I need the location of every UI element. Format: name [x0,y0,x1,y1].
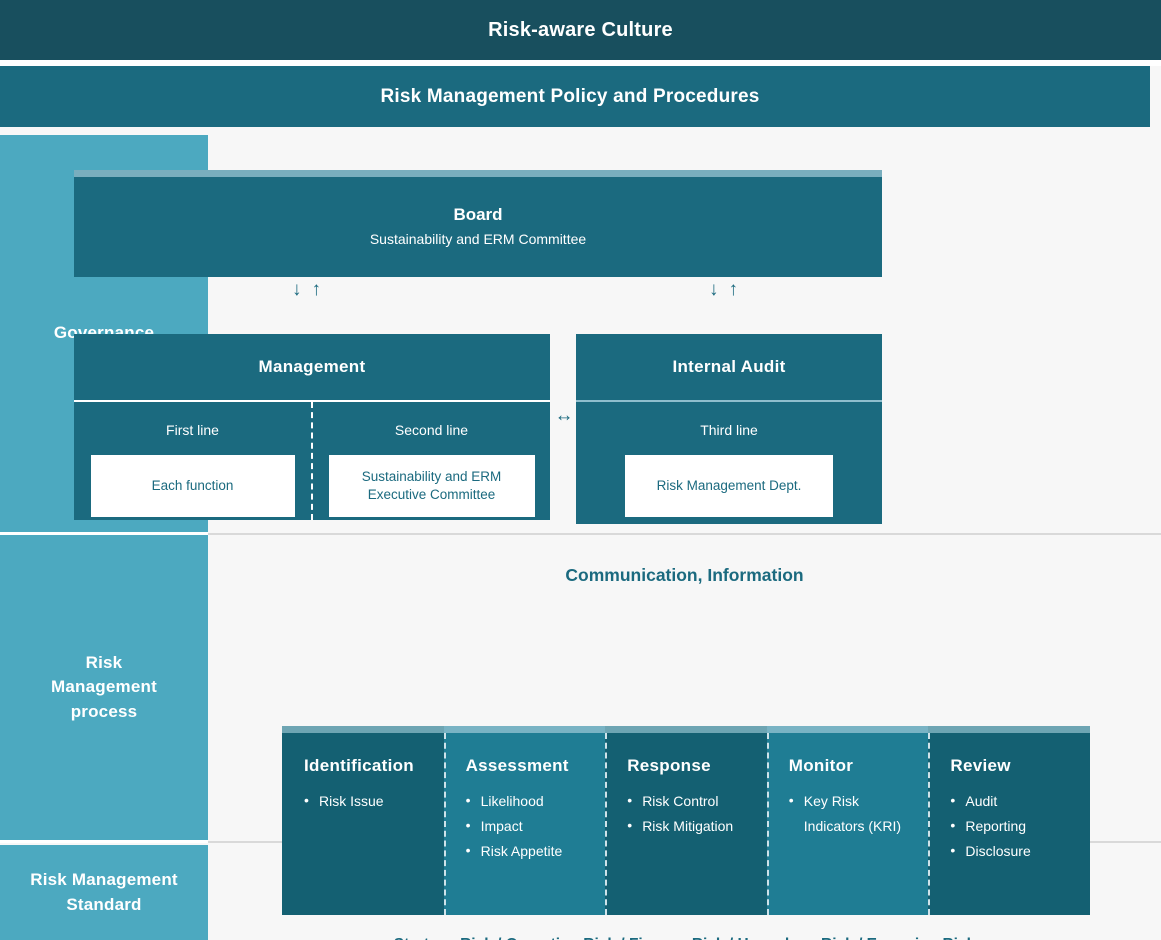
process-items-review: Audit Reporting Disclosure [950,788,1090,864]
process-title-review: Review [950,756,1011,775]
process-title-monitor: Monitor [788,756,854,775]
internal-audit-lines: Third line Risk Management Dept. [576,402,882,524]
process-column-accent-bar [443,726,606,733]
third-line-column: Third line Risk Management Dept. [576,402,882,524]
arrow-up-icon: ↑ [311,279,322,300]
process-items-assessment: Likelihood Impact Risk Appetite [466,788,606,864]
list-item: Reporting [950,813,1077,839]
board-subtitle: Sustainability and ERM Committee [369,230,587,247]
internal-audit-box: Internal Audit Third line Risk Managemen… [576,334,882,524]
first-line-chip: Each function [90,455,295,517]
board-management-arrows: ↓ ↑ [292,280,321,299]
communication-information-label: Communication, Information [565,565,804,585]
band-gap-divider [0,60,1161,66]
board-audit-arrows: ↓ ↑ [709,280,738,299]
board-title: Board [453,204,503,224]
risk-aware-culture-band: Risk-aware Culture [0,0,1161,60]
management-box: Management First line Each function Seco… [74,334,550,520]
third-line-chip: Risk Management Dept. [625,455,833,517]
process-items-monitor: Key Risk Indicators (KRI) [789,788,929,839]
list-item: Risk Appetite [466,838,593,864]
list-item: Risk Control [627,788,754,814]
second-line-label: Second line [394,422,469,438]
process-column-monitor: Monitor Key Risk Indicators (KRI) [766,726,929,915]
sidebar-divider-1 [0,532,208,535]
process-items-identification: Risk Issue [304,788,444,814]
list-item: Risk Issue [304,788,431,814]
risk-aware-culture-label: Risk-aware Culture [488,18,673,41]
first-line-column: First line Each function [74,402,311,520]
management-lines: First line Each function Second line Sus… [74,402,550,520]
list-item: Risk Mitigation [627,813,754,839]
sidebar-item-risk-management-standard: Risk Management Standard [0,845,208,940]
management-audit-bidirectional-arrow-icon: ↔ [554,405,574,426]
board-top-accent-bar [74,170,882,177]
sidebar-label-risk-management-process: Risk Management process [51,652,157,721]
sidebar-label-risk-management-standard: Risk Management Standard [30,869,178,914]
process-column-accent-bar [605,726,767,733]
process-title-assessment: Assessment [465,756,569,775]
risk-management-policy-band: Risk Management Policy and Procedures [0,66,1150,127]
risk-types-label: Strategy Risk / Operation Risk / Finance… [208,936,1161,940]
first-line-label: First line [166,422,219,438]
process-column-review: Review Audit Reporting Disclosure [928,726,1090,915]
arrow-up-icon: ↑ [728,279,739,300]
process-column-assessment: Assessment Likelihood Impact Risk Appeti… [443,726,606,915]
framework-body: Governance Risk Management process Risk … [0,135,1161,940]
list-item: Audit [950,788,1077,814]
internal-audit-divider [576,400,882,402]
risk-management-process-row: Identification Risk Issue Assessment Lik… [282,726,1090,915]
list-item: Disclosure [950,838,1077,864]
management-title: Management [258,357,366,376]
third-line-label: Third line [700,422,758,438]
process-column-accent-bar [282,726,444,733]
list-item: Likelihood [466,788,593,814]
pane-rule-1 [208,533,1161,535]
list-item: Impact [466,813,593,839]
sidebar-item-risk-management-process: Risk Management process [0,535,208,840]
process-column-response: Response Risk Control Risk Mitigation [605,726,767,915]
internal-audit-title: Internal Audit [672,357,786,376]
process-title-response: Response [627,756,711,775]
process-column-accent-bar [928,726,1090,733]
management-divider [74,400,550,402]
second-line-column: Second line Sustainability and ERM Execu… [311,402,550,520]
board-box: Board Sustainability and ERM Committee [74,170,882,277]
risk-management-policy-label: Risk Management Policy and Procedures [380,85,760,107]
sidebar-divider-2 [0,840,208,843]
arrow-down-icon: ↓ [292,279,302,300]
list-item: Key Risk Indicators (KRI) [789,788,916,839]
second-line-chip: Sustainability and ERM Executive Committ… [328,455,535,517]
process-items-response: Risk Control Risk Mitigation [627,788,767,839]
governance-diagram: Board Sustainability and ERM Committee ↓… [74,170,882,524]
arrow-down-icon: ↓ [709,279,719,300]
process-column-accent-bar [766,726,929,733]
process-title-identification: Identification [304,756,414,775]
process-column-identification: Identification Risk Issue [282,726,444,915]
